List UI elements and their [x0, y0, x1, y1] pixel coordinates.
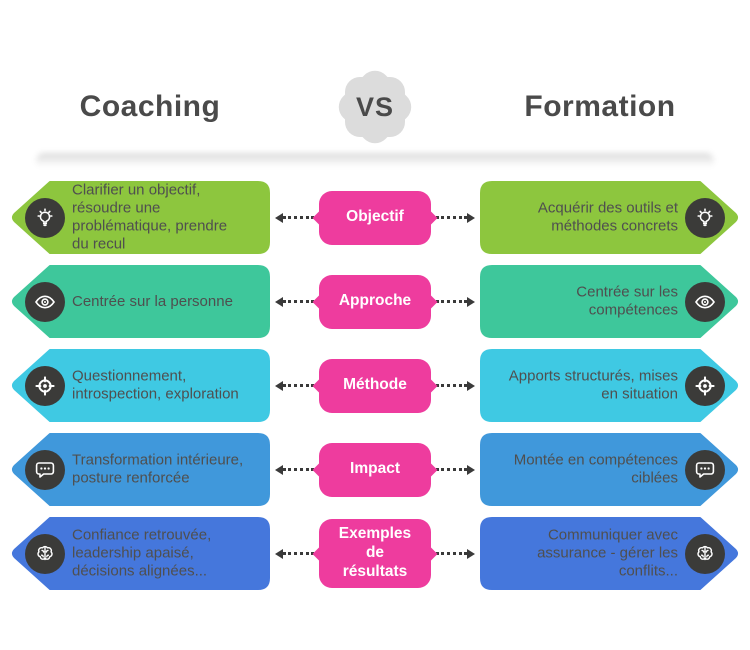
category-label: Exemples de résultats: [338, 525, 412, 580]
coaching-box-text: Transformation intérieure, posture renfo…: [72, 451, 244, 487]
right-chevron-shape: [480, 517, 738, 590]
arrowhead-left-icon: [275, 380, 283, 391]
row-objectif: Clarifier un objectif, résoudre une prob…: [10, 181, 740, 254]
formation-box-methode: Apports structurés, mises en situation: [480, 349, 740, 422]
dotted-arrow-left: [275, 464, 314, 475]
coaching-box-text: Questionnement, introspection, explorati…: [72, 367, 239, 403]
category-label-pill: Méthode: [319, 358, 431, 413]
left-column-title: Coaching: [79, 90, 221, 123]
category-label: Objectif: [346, 208, 404, 226]
right-chevron-shape: [480, 265, 738, 338]
category-label-pill: Objectif: [319, 190, 431, 245]
right-column-title: Formation: [524, 90, 676, 123]
dotted-arrow-right: [436, 296, 475, 307]
eye-icon: [685, 281, 725, 322]
left-chevron-shape: [12, 349, 270, 422]
row-center: Impact: [270, 433, 480, 506]
formation-box-text: Montée en compétences ciblées: [513, 451, 678, 487]
left-chevron-shape: [12, 433, 270, 506]
coaching-box-resultats: Confiance retrouvée, leadership apaisé, …: [10, 517, 270, 590]
lightbulb-icon: [685, 197, 725, 238]
coaching-box-text: Confiance retrouvée, leadership apaisé, …: [72, 526, 212, 580]
lightbulb-icon: [25, 197, 65, 238]
left-chevron-shape: [12, 517, 270, 590]
speech-bubble-icon: [685, 449, 725, 490]
header-shadow-divider: [36, 153, 714, 169]
arrowhead-right-icon: [467, 296, 475, 307]
arrowhead-left-icon: [275, 212, 283, 223]
brain-icon: [25, 533, 65, 574]
formation-box-resultats: Communiquer avec assurance - gérer les c…: [480, 517, 740, 590]
dotted-arrow-right: [436, 464, 475, 475]
formation-box-objectif: Acquérir des outils et méthodes concrets: [480, 181, 740, 254]
dotted-arrow-left: [275, 380, 314, 391]
formation-box-text: Apports structurés, mises en situation: [508, 367, 678, 403]
comparison-rows: Clarifier un objectif, résoudre une prob…: [10, 181, 740, 590]
speech-bubble-icon: [25, 449, 65, 490]
row-impact: Transformation intérieure, posture renfo…: [10, 433, 740, 506]
arrowhead-left-icon: [275, 548, 283, 559]
row-exemples-de-resultats: Confiance retrouvée, leadership apaisé, …: [10, 517, 740, 590]
right-chevron-shape: [480, 181, 738, 254]
arrowhead-right-icon: [467, 548, 475, 559]
dotted-arrow-right: [436, 212, 475, 223]
formation-box-impact: Montée en compétences ciblées: [480, 433, 740, 506]
category-label-pill: Impact: [319, 442, 431, 497]
vs-starburst-badge: VS: [345, 77, 405, 137]
category-label-pill: Approche: [319, 274, 431, 329]
arrowhead-left-icon: [275, 464, 283, 475]
dotted-arrow-left: [275, 212, 314, 223]
coaching-box-methode: Questionnement, introspection, explorati…: [10, 349, 270, 422]
row-approche: Centrée sur la personne Approche Centrée…: [10, 265, 740, 338]
left-chevron-shape: [12, 265, 270, 338]
row-center: Méthode: [270, 349, 480, 422]
coaching-box-objectif: Clarifier un objectif, résoudre une prob…: [10, 181, 270, 254]
brain-icon: [685, 533, 725, 574]
row-center: Approche: [270, 265, 480, 338]
formation-box-text: Communiquer avec assurance - gérer les c…: [537, 526, 678, 580]
formation-box-text: Acquérir des outils et méthodes concrets: [537, 199, 678, 235]
category-label: Approche: [338, 292, 412, 310]
arrowhead-right-icon: [467, 212, 475, 223]
vs-label: VS: [355, 91, 395, 122]
arrowhead-right-icon: [467, 464, 475, 475]
coaching-box-approche: Centrée sur la personne: [10, 265, 270, 338]
coaching-box-impact: Transformation intérieure, posture renfo…: [10, 433, 270, 506]
target-icon: [685, 365, 725, 406]
formation-box-approche: Centrée sur les compétences: [480, 265, 740, 338]
coaching-box-text: Centrée sur la personne: [72, 292, 233, 310]
category-label: Impact: [350, 460, 400, 478]
dotted-arrow-right: [436, 548, 475, 559]
right-chevron-shape: [480, 349, 738, 422]
arrowhead-right-icon: [467, 380, 475, 391]
row-methode: Questionnement, introspection, explorati…: [10, 349, 740, 422]
eye-icon: [25, 281, 65, 322]
arrowhead-left-icon: [275, 296, 283, 307]
dotted-arrow-right: [436, 380, 475, 391]
category-label-pill: Exemples de résultats: [319, 519, 431, 588]
target-icon: [25, 365, 65, 406]
category-label: Méthode: [343, 376, 407, 394]
right-chevron-shape: [480, 433, 738, 506]
row-center: Objectif: [270, 181, 480, 254]
vs-badge-wrap: VS: [300, 62, 450, 152]
dotted-arrow-left: [275, 548, 314, 559]
formation-box-text: Centrée sur les compétences: [576, 283, 678, 319]
header: Coaching VS Formation: [0, 62, 750, 152]
dotted-arrow-left: [275, 296, 314, 307]
coaching-box-text: Clarifier un objectif, résoudre une prob…: [72, 180, 228, 253]
left-chevron-shape: [12, 181, 270, 254]
row-center: Exemples de résultats: [270, 517, 480, 590]
